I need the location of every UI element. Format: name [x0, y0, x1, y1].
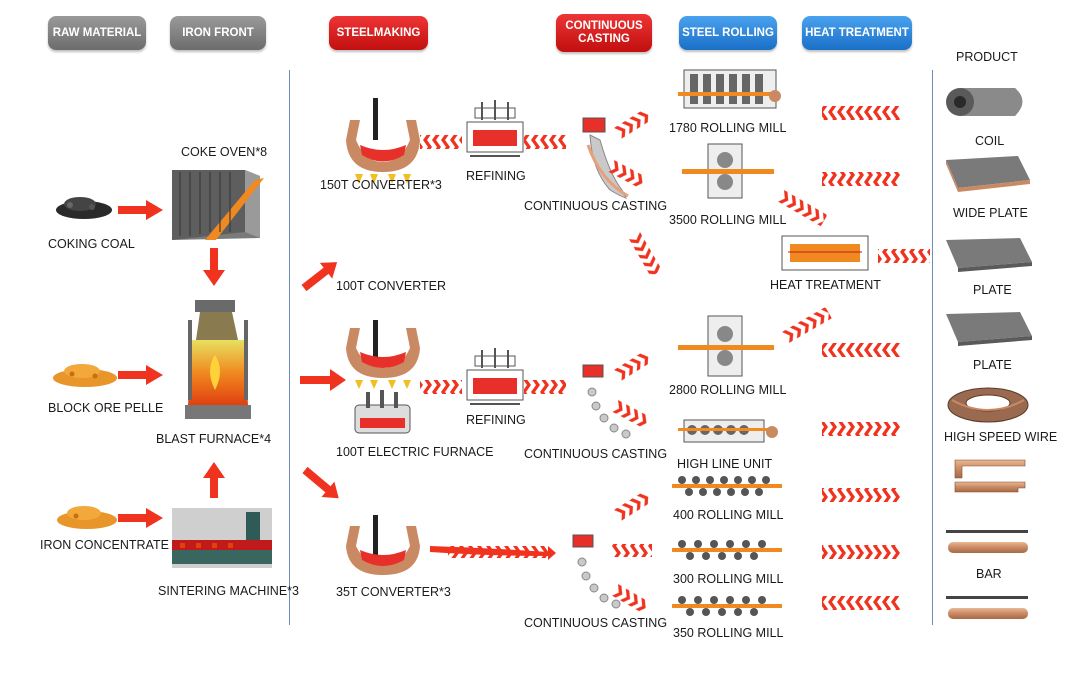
continuous-casting-label-2: CONTINUOUS CASTING — [524, 447, 668, 461]
wide-plate-label: WIDE PLATE — [953, 206, 1028, 220]
caster-icon-3 — [572, 534, 621, 609]
converter-100t-icon — [346, 320, 420, 389]
wide-plate-product-icon — [946, 156, 1030, 192]
plate-label-2: PLATE — [973, 358, 1012, 372]
header-steelmaking[interactable]: STEELMAKING — [329, 16, 428, 50]
refining-icon-2 — [466, 348, 524, 405]
coil-product-icon — [946, 88, 1023, 116]
blast-furnace-label: BLAST FURNACE*4 — [156, 432, 272, 446]
header-iron-front[interactable]: IRON FRONT — [170, 16, 266, 50]
high-speed-wire-product-icon — [947, 387, 1029, 423]
caster-icon-1 — [582, 117, 629, 199]
rolling-mill-350-icon — [672, 596, 782, 616]
converter-150t-icon — [346, 98, 420, 184]
rolling-mill-300-icon — [672, 540, 782, 560]
rolling-mill-3500-icon — [682, 143, 774, 199]
divider-right — [932, 70, 933, 625]
bar-label: BAR — [976, 567, 1002, 581]
block-ore-icon — [53, 364, 117, 387]
header-heat-treatment[interactable]: HEAT TREATMENT — [802, 16, 912, 50]
iron-concentrate-label: IRON CONCENTRATE — [40, 538, 169, 552]
heat-treatment-icon — [781, 235, 869, 271]
high-line-unit-icon — [678, 419, 778, 443]
rolling-mill-2800-label: 2800 ROLLING MILL — [669, 383, 787, 397]
coking-coal-icon — [56, 197, 112, 219]
coke-oven-icon — [172, 170, 264, 240]
iron-concentrate-icon — [57, 506, 117, 529]
sintering-machine-icon — [172, 508, 272, 568]
caster-icon-2 — [582, 364, 631, 439]
continuous-casting-label-1: CONTINUOUS CASTING — [524, 199, 668, 213]
product-title: PRODUCT — [956, 50, 1018, 64]
divider-left — [289, 70, 290, 625]
coking-coal-label: COKING COAL — [48, 237, 135, 251]
continuous-casting-label-3: CONTINUOUS CASTING — [524, 616, 668, 630]
electric-furnace-label: 100T ELECTRIC FURNACE — [336, 445, 494, 459]
rolling-mill-350-label: 350 ROLLING MILL — [673, 626, 784, 640]
rolling-mill-400-label: 400 ROLLING MILL — [673, 508, 784, 522]
sintering-machine-label: SINTERING MACHINE*3 — [158, 584, 299, 598]
high-line-unit-label: HIGH LINE UNIT — [677, 457, 773, 471]
rolling-mill-1780-label: 1780 ROLLING MILL — [669, 121, 787, 135]
header-raw-material[interactable]: RAW MATERIAL — [48, 16, 146, 50]
heat-treatment-label: HEAT TREATMENT — [770, 278, 881, 292]
converter-35t-icon — [346, 515, 420, 575]
header-continuous-casting[interactable]: CONTINUOUS CASTING — [556, 14, 652, 52]
plate-product-icon-1 — [946, 238, 1032, 272]
rolling-mill-2800-icon — [678, 315, 774, 377]
refining-icon-1 — [466, 100, 524, 157]
steel-section-product-icon — [954, 459, 1026, 493]
high-speed-wire-label: HIGH SPEED WIRE — [944, 430, 1058, 444]
refining-label-2: REFINING — [466, 413, 526, 427]
rolling-mill-400-icon — [672, 476, 782, 496]
bar-product-icon — [946, 530, 1028, 619]
coke-oven-label: COKE OVEN*8 — [181, 145, 268, 159]
rolling-mill-3500-label: 3500 ROLLING MILL — [669, 213, 787, 227]
coil-label: COIL — [975, 134, 1005, 148]
rolling-mill-300-label: 300 ROLLING MILL — [673, 572, 784, 586]
converter-35t-label: 35T CONVERTER*3 — [336, 585, 451, 599]
converter-150t-label: 150T CONVERTER*3 — [320, 178, 442, 192]
converter-100t-label: 100T CONVERTER — [336, 279, 446, 293]
block-ore-label: BLOCK ORE PELLE — [48, 401, 164, 415]
blast-furnace-icon — [185, 300, 251, 419]
plate-label-1: PLATE — [973, 283, 1012, 297]
plate-product-icon-2 — [946, 312, 1032, 346]
refining-label-1: REFINING — [466, 169, 526, 183]
rolling-mill-1780-icon — [678, 69, 781, 109]
electric-furnace-icon — [354, 390, 411, 434]
header-steel-rolling[interactable]: STEEL ROLLING — [679, 16, 777, 50]
